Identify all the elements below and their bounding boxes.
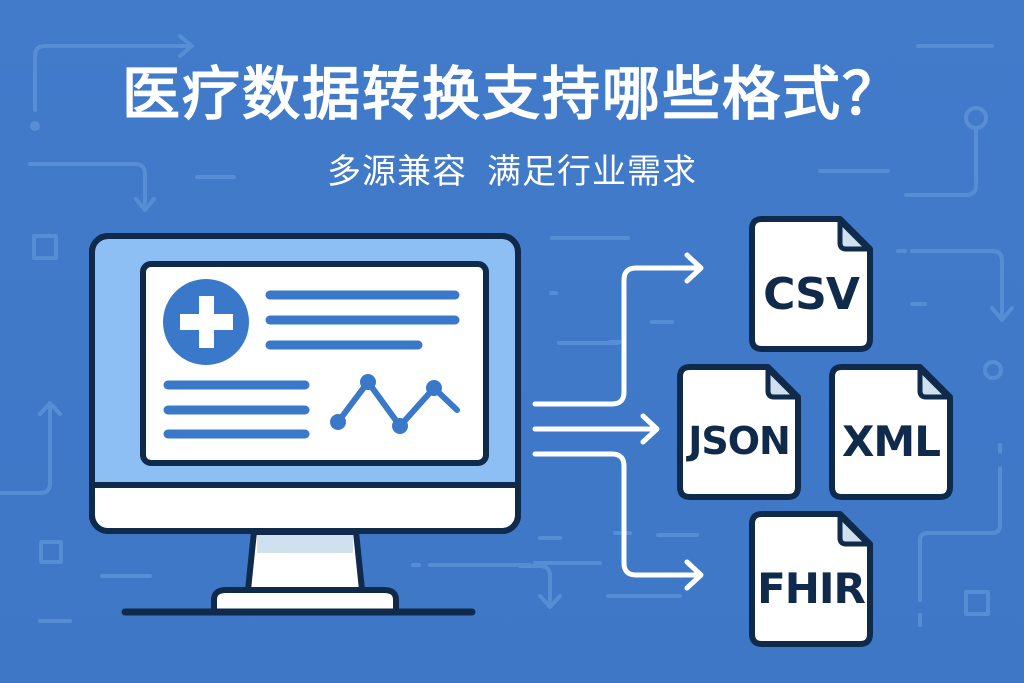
arrow-to-fhir — [532, 451, 703, 578]
format-xml: XML — [832, 367, 950, 497]
line-chart-icon — [330, 374, 460, 434]
format-json: JSON — [680, 367, 798, 497]
page-title: 医疗数据转换支持哪些格式？ — [121, 60, 902, 128]
format-label: FHIR — [757, 564, 866, 613]
arrow-to-csv — [532, 265, 703, 407]
format-label: CSV — [763, 269, 860, 320]
subtitle-part-requirements: 满足行业需求 — [487, 152, 697, 192]
format-fhir: FHIR — [752, 514, 870, 644]
subtitle-part-compatibility: 多源兼容 — [327, 152, 467, 192]
medical-record-screen — [140, 261, 489, 466]
format-csv: CSV — [752, 219, 870, 349]
page-subtitle: 多源兼容满足行业需求 — [0, 150, 1024, 194]
format-label: JSON — [688, 419, 791, 463]
format-label: XML — [842, 417, 941, 466]
